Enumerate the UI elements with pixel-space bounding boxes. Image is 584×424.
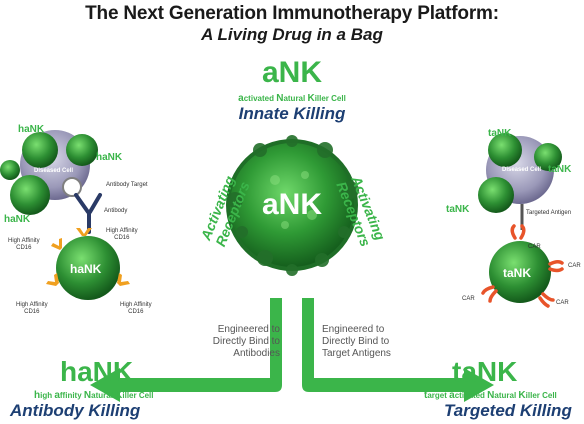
hank-heading: haNK bbox=[60, 356, 134, 387]
arrow-to-tank bbox=[302, 298, 494, 402]
page-title: The Next Generation Immunotherapy Platfo… bbox=[85, 3, 499, 24]
car-label-bottom: CAR bbox=[556, 300, 569, 306]
car-label-right: CAR bbox=[568, 263, 581, 269]
car-label-top: CAR bbox=[528, 244, 541, 250]
page-subtitle: A Living Drug in a Bag bbox=[201, 25, 383, 44]
hank-expansion: high affinity Natural Killer Cell bbox=[34, 390, 154, 401]
antibody-target-label: Antibody Target bbox=[106, 182, 148, 188]
car-label-left: CAR bbox=[462, 296, 475, 302]
hank-label-bottom: haNK bbox=[4, 214, 31, 225]
hank-label-right: haNK bbox=[96, 152, 123, 163]
tank-diseased-cell-label: Diseased Cell bbox=[502, 167, 542, 173]
hank-killing: Antibody Killing bbox=[10, 401, 141, 420]
arrow-to-hank bbox=[90, 298, 282, 402]
tank-label-right: taNK bbox=[548, 164, 572, 175]
ank-expansion: activated Natural Killer Cell bbox=[238, 93, 346, 104]
tank-expansion: target activated Natural Killer Cell bbox=[424, 390, 557, 401]
tank-illustration bbox=[478, 133, 564, 308]
tank-cell-label: taNK bbox=[503, 266, 532, 280]
ank-cell bbox=[226, 135, 359, 276]
ank-heading: aNK bbox=[261, 56, 322, 89]
antibody-label: Antibody bbox=[104, 208, 128, 214]
hank-cell-label: haNK bbox=[70, 262, 102, 276]
tank-label-top: taNK bbox=[488, 128, 512, 139]
tank-label-left: taNK bbox=[446, 204, 470, 215]
tank-heading: taNK bbox=[452, 356, 518, 387]
ank-killing: Innate Killing bbox=[238, 104, 346, 123]
ank-cell-label: aNK bbox=[261, 188, 322, 221]
hank-label-top: haNK bbox=[18, 124, 45, 135]
hank-illustration bbox=[0, 130, 130, 300]
hank-diseased-cell-label: Diseased Cell bbox=[34, 168, 74, 174]
targeted-antigen-label: Targeted Antigen bbox=[526, 210, 572, 216]
tank-killing: Targeted Killing bbox=[444, 401, 572, 420]
